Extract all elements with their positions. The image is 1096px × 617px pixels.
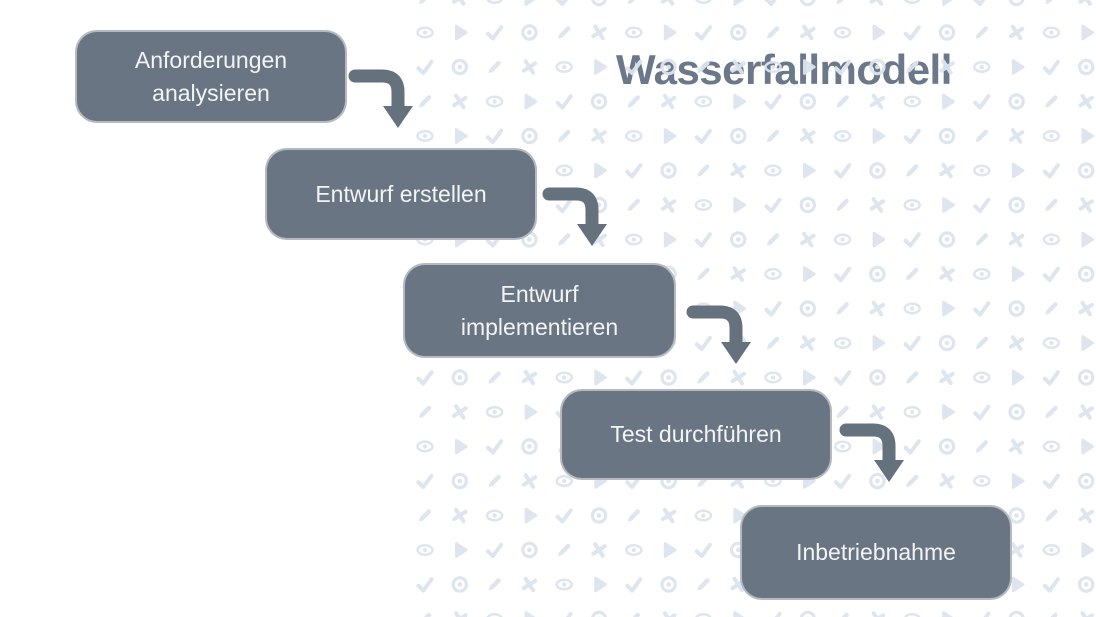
- step-box-anforderungen-analysieren: Anforderungen analysieren: [75, 30, 347, 123]
- step-label: Anforderungen analysieren: [134, 46, 288, 106]
- step-box-entwurf-erstellen: Entwurf erstellen: [265, 148, 537, 240]
- flow-arrow-2-icon: [542, 187, 607, 246]
- flow-arrow-4-icon: [839, 423, 904, 482]
- diagram-title: Wasserfallmodell: [616, 46, 952, 93]
- step-label: Entwurf erstellen: [315, 180, 487, 207]
- step-box-inbetriebnahme: Inbetriebnahme: [740, 505, 1012, 600]
- flow-arrow-1-icon: [348, 69, 413, 128]
- step-label: Entwurf implementieren: [460, 280, 619, 340]
- step-label: Inbetriebnahme: [796, 539, 956, 566]
- step-box-test-durchfuehren: Test durchführen: [560, 389, 832, 480]
- flow-arrow-3-icon: [686, 305, 751, 364]
- step-box-entwurf-implementieren: Entwurf implementieren: [403, 263, 676, 358]
- step-label: Test durchführen: [610, 421, 782, 448]
